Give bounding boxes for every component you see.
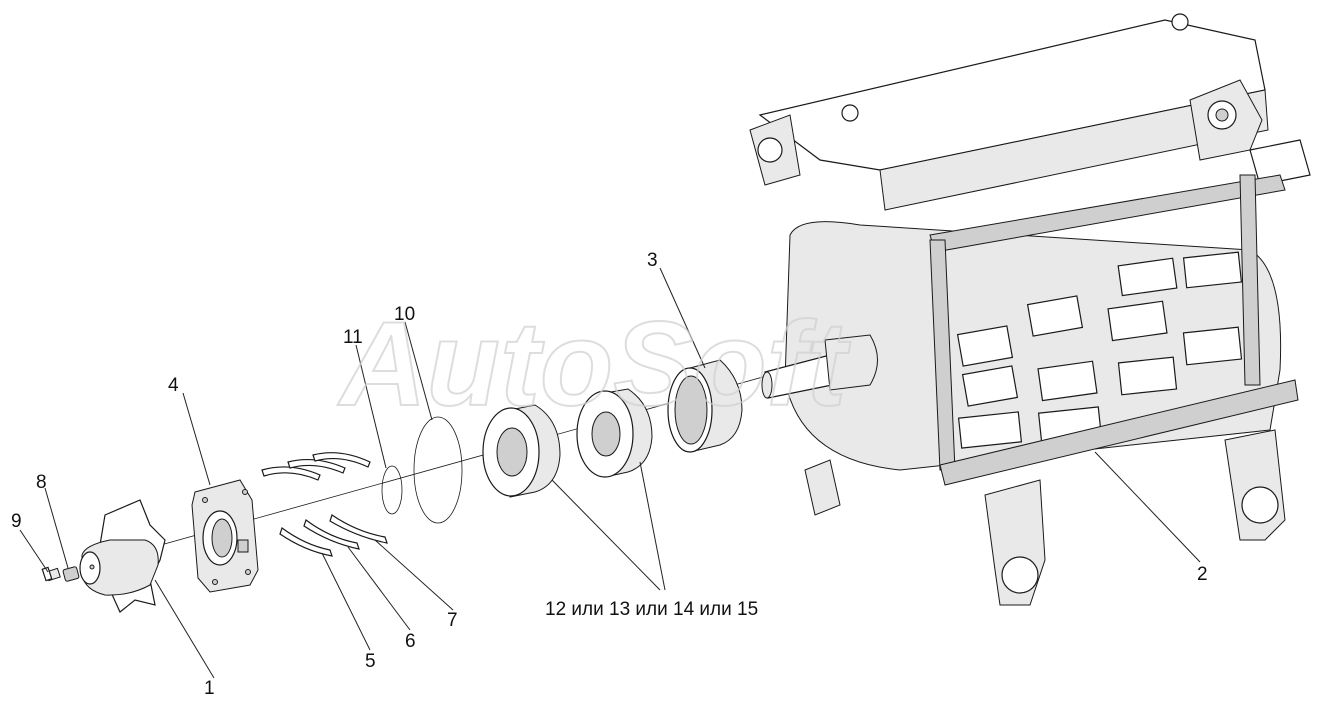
part-3-sleeve	[667, 359, 743, 453]
callout-7: 7	[447, 610, 458, 631]
watermark: AutoSoft	[337, 297, 852, 431]
callout-2: 2	[1197, 564, 1208, 585]
callout-8: 8	[36, 472, 47, 493]
part-5-6-7-half-rings	[261, 452, 388, 557]
callout-6: 6	[405, 631, 416, 652]
part-12-bearing-a	[482, 404, 561, 498]
leader-lines	[19, 267, 1201, 679]
callout-11: 11	[343, 327, 363, 348]
part-10-o-ring	[413, 416, 463, 524]
callout-4: 4	[168, 375, 179, 396]
callout-12-15: 12 или 13 или 14 или 15	[545, 599, 758, 620]
rotor-knives	[956, 251, 1243, 449]
part-4-flange	[191, 479, 259, 593]
part-1-hub	[79, 499, 166, 613]
callout-1: 1	[204, 678, 215, 699]
part-8-washer	[62, 566, 80, 582]
part-9-bolt	[41, 566, 61, 582]
callout-3: 3	[647, 250, 658, 271]
callout-9: 9	[11, 511, 22, 532]
callout-5: 5	[365, 651, 376, 672]
part-2-rotor-assembly	[749, 13, 1311, 606]
part-11-snap-ring	[381, 465, 403, 515]
part-13-bearing-b	[576, 388, 653, 478]
callout-10: 10	[394, 304, 415, 325]
callout-labels: 1 2 3 4 5 6 7 8 9 10 11 12 или 13 или 14…	[11, 250, 1208, 699]
